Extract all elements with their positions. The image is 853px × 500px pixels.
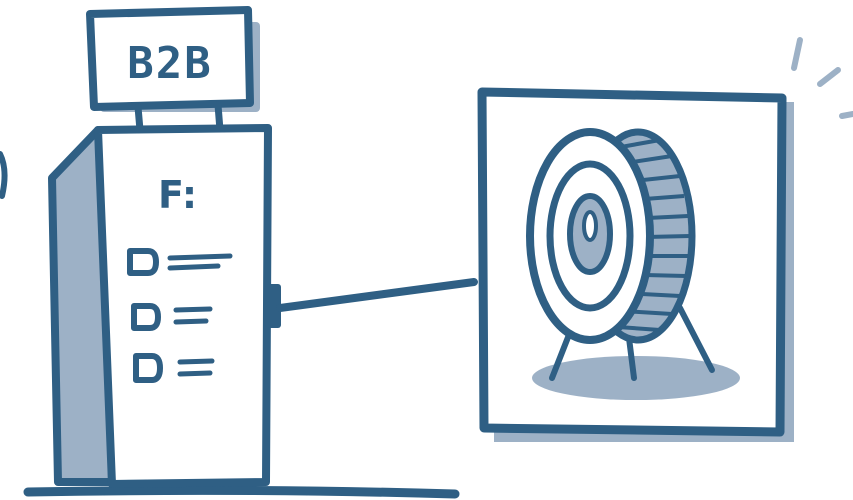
tower: F: — [52, 128, 281, 484]
b2b-sign: B2B — [90, 10, 260, 130]
sign-label: B2B — [127, 38, 212, 89]
tower-heading: F: — [158, 173, 197, 217]
cable — [280, 282, 474, 308]
edge-arc — [0, 154, 5, 196]
screen-panel — [482, 92, 794, 442]
ground-line — [28, 490, 455, 494]
sparkle-icon — [794, 40, 853, 116]
